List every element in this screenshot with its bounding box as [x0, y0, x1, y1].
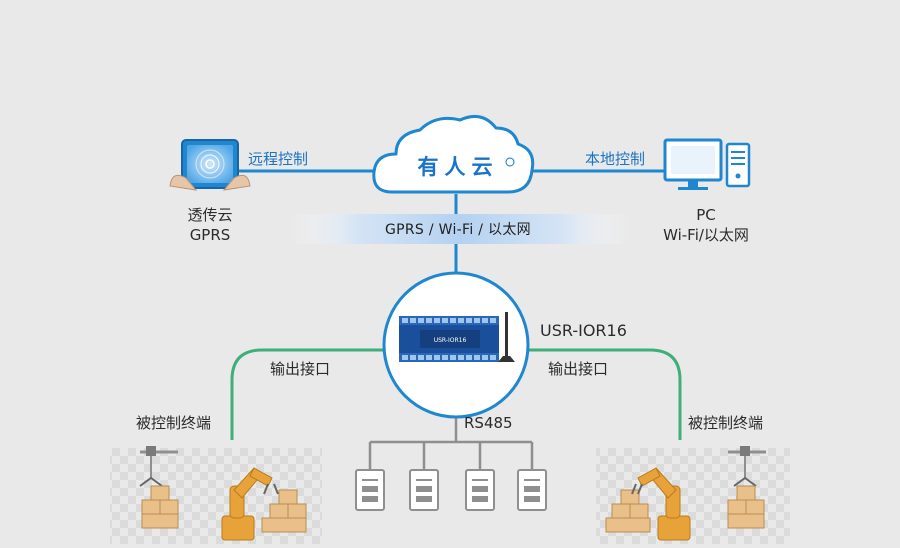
left-output-label: 输出接口 [270, 360, 331, 378]
slave-device-icon [355, 469, 385, 511]
robot-arm-icon [221, 467, 273, 541]
remote-device-subtitle: GPRS [189, 226, 231, 244]
robot-arm-icon [637, 467, 691, 541]
right-factory-scene [596, 446, 790, 544]
slave-device-icon [465, 469, 495, 511]
local-device-title: PC [696, 206, 716, 224]
module-circle: USR-IOR16 [382, 271, 530, 419]
rs485-bus [368, 412, 534, 470]
local-device-subtitle: Wi-Fi/以太网 [663, 226, 749, 244]
right-output-label: 输出接口 [548, 360, 609, 378]
antenna-icon [505, 312, 508, 356]
cloud-icon [372, 114, 535, 194]
left-terminal-label: 被控制终端 [136, 414, 212, 432]
left-factory-scene [110, 446, 322, 544]
local-control-label: 本地控制 [585, 150, 646, 168]
pc-icon [663, 138, 751, 190]
left-output-line [230, 348, 384, 440]
slave-device-icon [517, 469, 547, 511]
device-board-label: USR-IOR16 [434, 337, 467, 344]
rs485-label: RS485 [464, 414, 513, 432]
network-label: GPRS / Wi-Fi / 以太网 [385, 222, 531, 238]
rs485-slaves [355, 469, 547, 511]
network-band [290, 214, 630, 244]
tablet-icon [169, 139, 251, 191]
right-output-line [528, 348, 682, 440]
output-links [230, 348, 682, 440]
remote-control-label: 远程控制 [248, 150, 309, 168]
module-model-label: USR-IOR16 [540, 321, 627, 340]
cloud-label: 有人云 [417, 155, 499, 179]
right-terminal-label: 被控制终端 [688, 414, 764, 432]
slave-device-icon [409, 469, 439, 511]
remote-device-title: 透传云 [187, 206, 233, 224]
